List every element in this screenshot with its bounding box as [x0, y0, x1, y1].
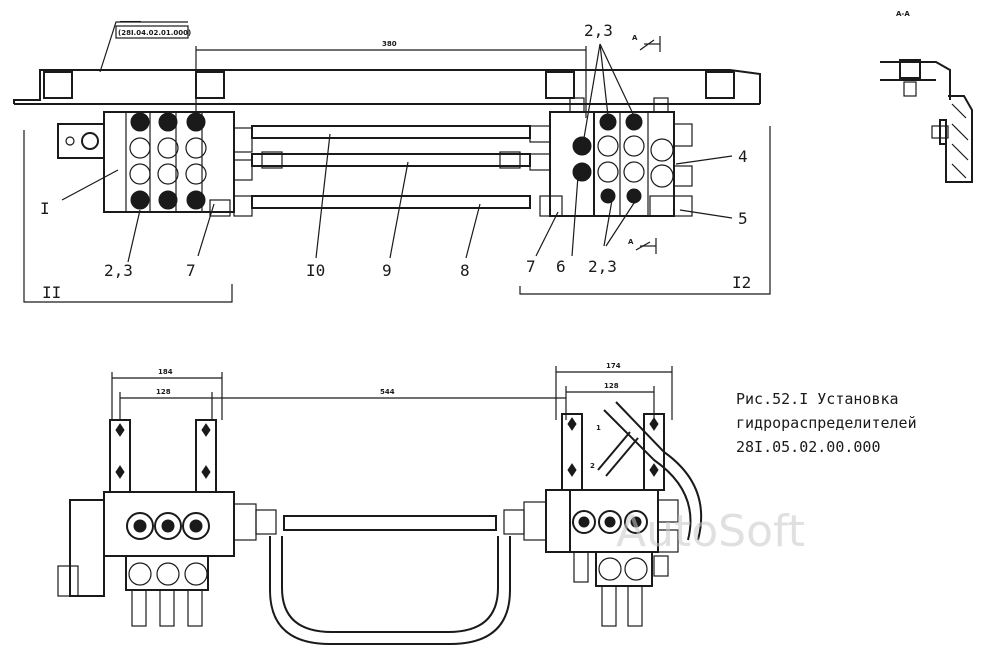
watermark: AutoSoft — [616, 506, 805, 557]
label-I2: I2 — [732, 273, 751, 292]
label-pos-2-3-top-right: 2,3 — [584, 21, 613, 40]
leader-lines — [61, 43, 733, 263]
caption-line-2: гидрораспределителей — [736, 414, 917, 432]
svg-text:______: ______ — [120, 14, 142, 22]
section-arrows — [635, 36, 661, 254]
dim-380: 380 — [382, 40, 397, 48]
label-pos-2-3-left: 2,3 — [104, 261, 133, 280]
left-distributor-block — [57, 111, 253, 217]
dim-128-right: 128 — [604, 382, 619, 390]
label-pos-8: 8 — [460, 261, 470, 280]
u-hose-outer — [269, 536, 511, 645]
callout-note: (28I.04.02.01.000) — [118, 29, 191, 37]
arrow-A-bottom: A — [628, 238, 634, 246]
label-pos-10: I0 — [306, 261, 325, 280]
label-II: II — [42, 283, 61, 302]
bottom-straight-pipe — [283, 515, 497, 531]
arrow-A-top: A — [632, 34, 638, 42]
label-pos-9: 9 — [382, 261, 392, 280]
label-pos-2-3-bottom-right: 2,3 — [588, 257, 617, 276]
right-distributor-front — [503, 401, 703, 627]
label-pos-6: 6 — [556, 257, 566, 276]
dim-128-left: 128 — [156, 388, 171, 396]
top-view: (28I.04.02.01.000) ______ 380 — [13, 14, 771, 303]
u-hose-inner — [281, 536, 499, 633]
label-pos-7-left: 7 — [186, 261, 196, 280]
figure-caption: Рис.52.I Установка гидрораспределителей … — [736, 390, 917, 456]
hose-mark-2: 2 — [590, 462, 595, 470]
right-distributor-block — [529, 97, 693, 217]
label-pos-7-right: 7 — [526, 257, 536, 276]
bottom-dimensions — [111, 366, 673, 420]
dim-174: 174 — [606, 362, 621, 370]
caption-line-3: 28I.05.02.00.000 — [736, 438, 881, 456]
dim-184: 184 — [158, 368, 173, 376]
label-I: I — [40, 199, 50, 218]
bottom-view: 184 128 544 174 128 — [57, 362, 703, 645]
section-mark: A-A — [896, 10, 910, 18]
label-pos-4: 4 — [738, 147, 748, 166]
section-a-a: A-A — [880, 10, 973, 183]
left-distributor-front — [57, 419, 277, 627]
label-pos-5: 5 — [738, 209, 748, 228]
dim-544: 544 — [380, 388, 395, 396]
caption-line-1: Рис.52.I Установка — [736, 390, 899, 408]
hose-mark-1: 1 — [596, 424, 601, 432]
pipes — [251, 125, 531, 209]
